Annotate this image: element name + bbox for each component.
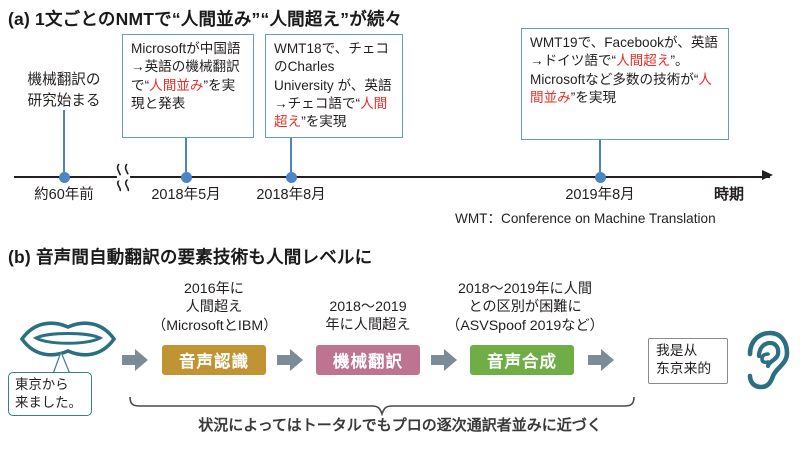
output-line: 我是从 (656, 343, 698, 358)
timeline-tick-dot (594, 171, 606, 183)
event-text-highlight: 人間超え (274, 96, 388, 130)
timeline-event-research-start: 機械翻訳の 研究始まる (8, 70, 120, 111)
event-text-plain: WMT19で、Facebookが、英語→ドイツ語で“ (530, 35, 719, 69)
flow-arrow-icon (588, 349, 614, 371)
timeline-tick-dot (180, 171, 192, 183)
annotation-line: 2016年に (184, 281, 244, 297)
axis-break-symbol (116, 163, 131, 192)
timeline-connector-wmt18 (290, 138, 292, 172)
event-text-plain: ”を実現と発表 (131, 77, 236, 112)
event-text-plain: ”を実現 (570, 90, 617, 106)
stage-box-speech-recognition[interactable]: 音声認識 (162, 345, 266, 375)
timeline-event-box-wmt19: WMT19で、Facebookが、英語→ドイツ語で“人間超え”。Microsof… (521, 28, 729, 140)
stage-box-speech-synthesis[interactable]: 音声合成 (470, 345, 574, 375)
timeline-tick-label-2: 2018年8月 (256, 187, 326, 203)
annotation-speech-synthesis: 2018〜2019年に人間 との区別が困難に （ASVSpoof 2019など） (434, 280, 616, 335)
output-line: 东京来的 (656, 361, 712, 377)
wmt-footnote: WMT：Conference on Machine Translation (455, 211, 716, 226)
event-line: 機械翻訳の (27, 72, 101, 88)
annotation-line: 2018〜2019 (329, 299, 407, 315)
timeline-connector-wmt19 (599, 140, 601, 172)
timeline-tick-dot (285, 171, 297, 183)
event-text-highlight: 人間超え (616, 53, 671, 69)
annotation-speech-recognition: 2016年に 人間超え （MicrosoftとIBM） (152, 280, 278, 335)
event-text-plain: Microsoftが中国語→英語の機械翻訳で“ (131, 41, 241, 93)
timeline-axis (14, 176, 770, 178)
event-text-highlight: 人間並み (530, 71, 713, 106)
timeline-tick-label-1: 2018年5月 (151, 187, 221, 203)
summary-brace (129, 396, 635, 416)
stage-label: 機械翻訳 (333, 353, 403, 371)
timeline-axis-arrowhead (762, 170, 773, 180)
timeline-axis-unit-label: 時期 (714, 186, 745, 203)
timeline-tick-label-3: 2019年8月 (565, 187, 635, 203)
event-line: 研究始まる (27, 92, 101, 109)
timeline-event-box-wmt18: WMT18で、チェコのCharles University が、英語→チェコ語で… (265, 34, 403, 138)
annotation-line: 2018〜2019年に人間 (457, 281, 593, 297)
annotation-line: との区別が困難に (468, 299, 582, 316)
bubble-line: 来ました。 (15, 394, 82, 410)
annotation-line: 年に人間超え (325, 317, 411, 334)
bubble-line: 東京から (15, 377, 69, 392)
mouth-icon (19, 321, 117, 357)
input-speech-bubble: 東京から 来ました。 (8, 372, 92, 417)
timeline-tick-dot (58, 171, 70, 183)
annotation-line: （MicrosoftとIBM） (152, 317, 278, 334)
event-text-plain: WMT18で、チェコのCharles University が、英語→チェコ語で… (274, 41, 392, 112)
stage-label: 音声合成 (487, 353, 557, 371)
summary-caption: 状況によってはトータルでもプロの逐次通訳者並みに近づく (198, 417, 602, 434)
annotation-line: （ASVSpoof 2019など） (446, 317, 604, 334)
flow-arrow-icon (277, 349, 303, 371)
timeline-connector-research-start (63, 110, 65, 172)
flow-arrow-icon (431, 349, 457, 371)
timeline-tick-label-0: 約60年前 (34, 187, 94, 203)
stage-box-machine-translation[interactable]: 機械翻訳 (316, 345, 420, 375)
event-text-highlight: 人間並み (149, 77, 204, 93)
panel-a-title: (a) 1文ごとのNMTで“人間並み”“人間超え”が続々 (8, 9, 403, 29)
ear-icon (747, 330, 790, 390)
event-text-plain: ”。Microsoftなど多数の技術が“ (530, 53, 699, 87)
panel-b-title: (b) 音声間自動翻訳の要素技術も人間レベルに (8, 247, 373, 267)
output-text-box: 我是从 东京来的 (648, 338, 728, 384)
flow-arrow-icon (122, 349, 148, 371)
annotation-machine-translation: 2018〜2019 年に人間超え (306, 298, 430, 335)
event-text-plain: ”を実現 (301, 114, 347, 130)
timeline-event-box-microsoft: Microsoftが中国語→英語の機械翻訳で“人間並み”を実現と発表 (122, 34, 254, 138)
annotation-line: 人間超え (185, 299, 243, 316)
timeline-connector-microsoft (185, 138, 187, 172)
stage-label: 音声認識 (179, 353, 249, 371)
